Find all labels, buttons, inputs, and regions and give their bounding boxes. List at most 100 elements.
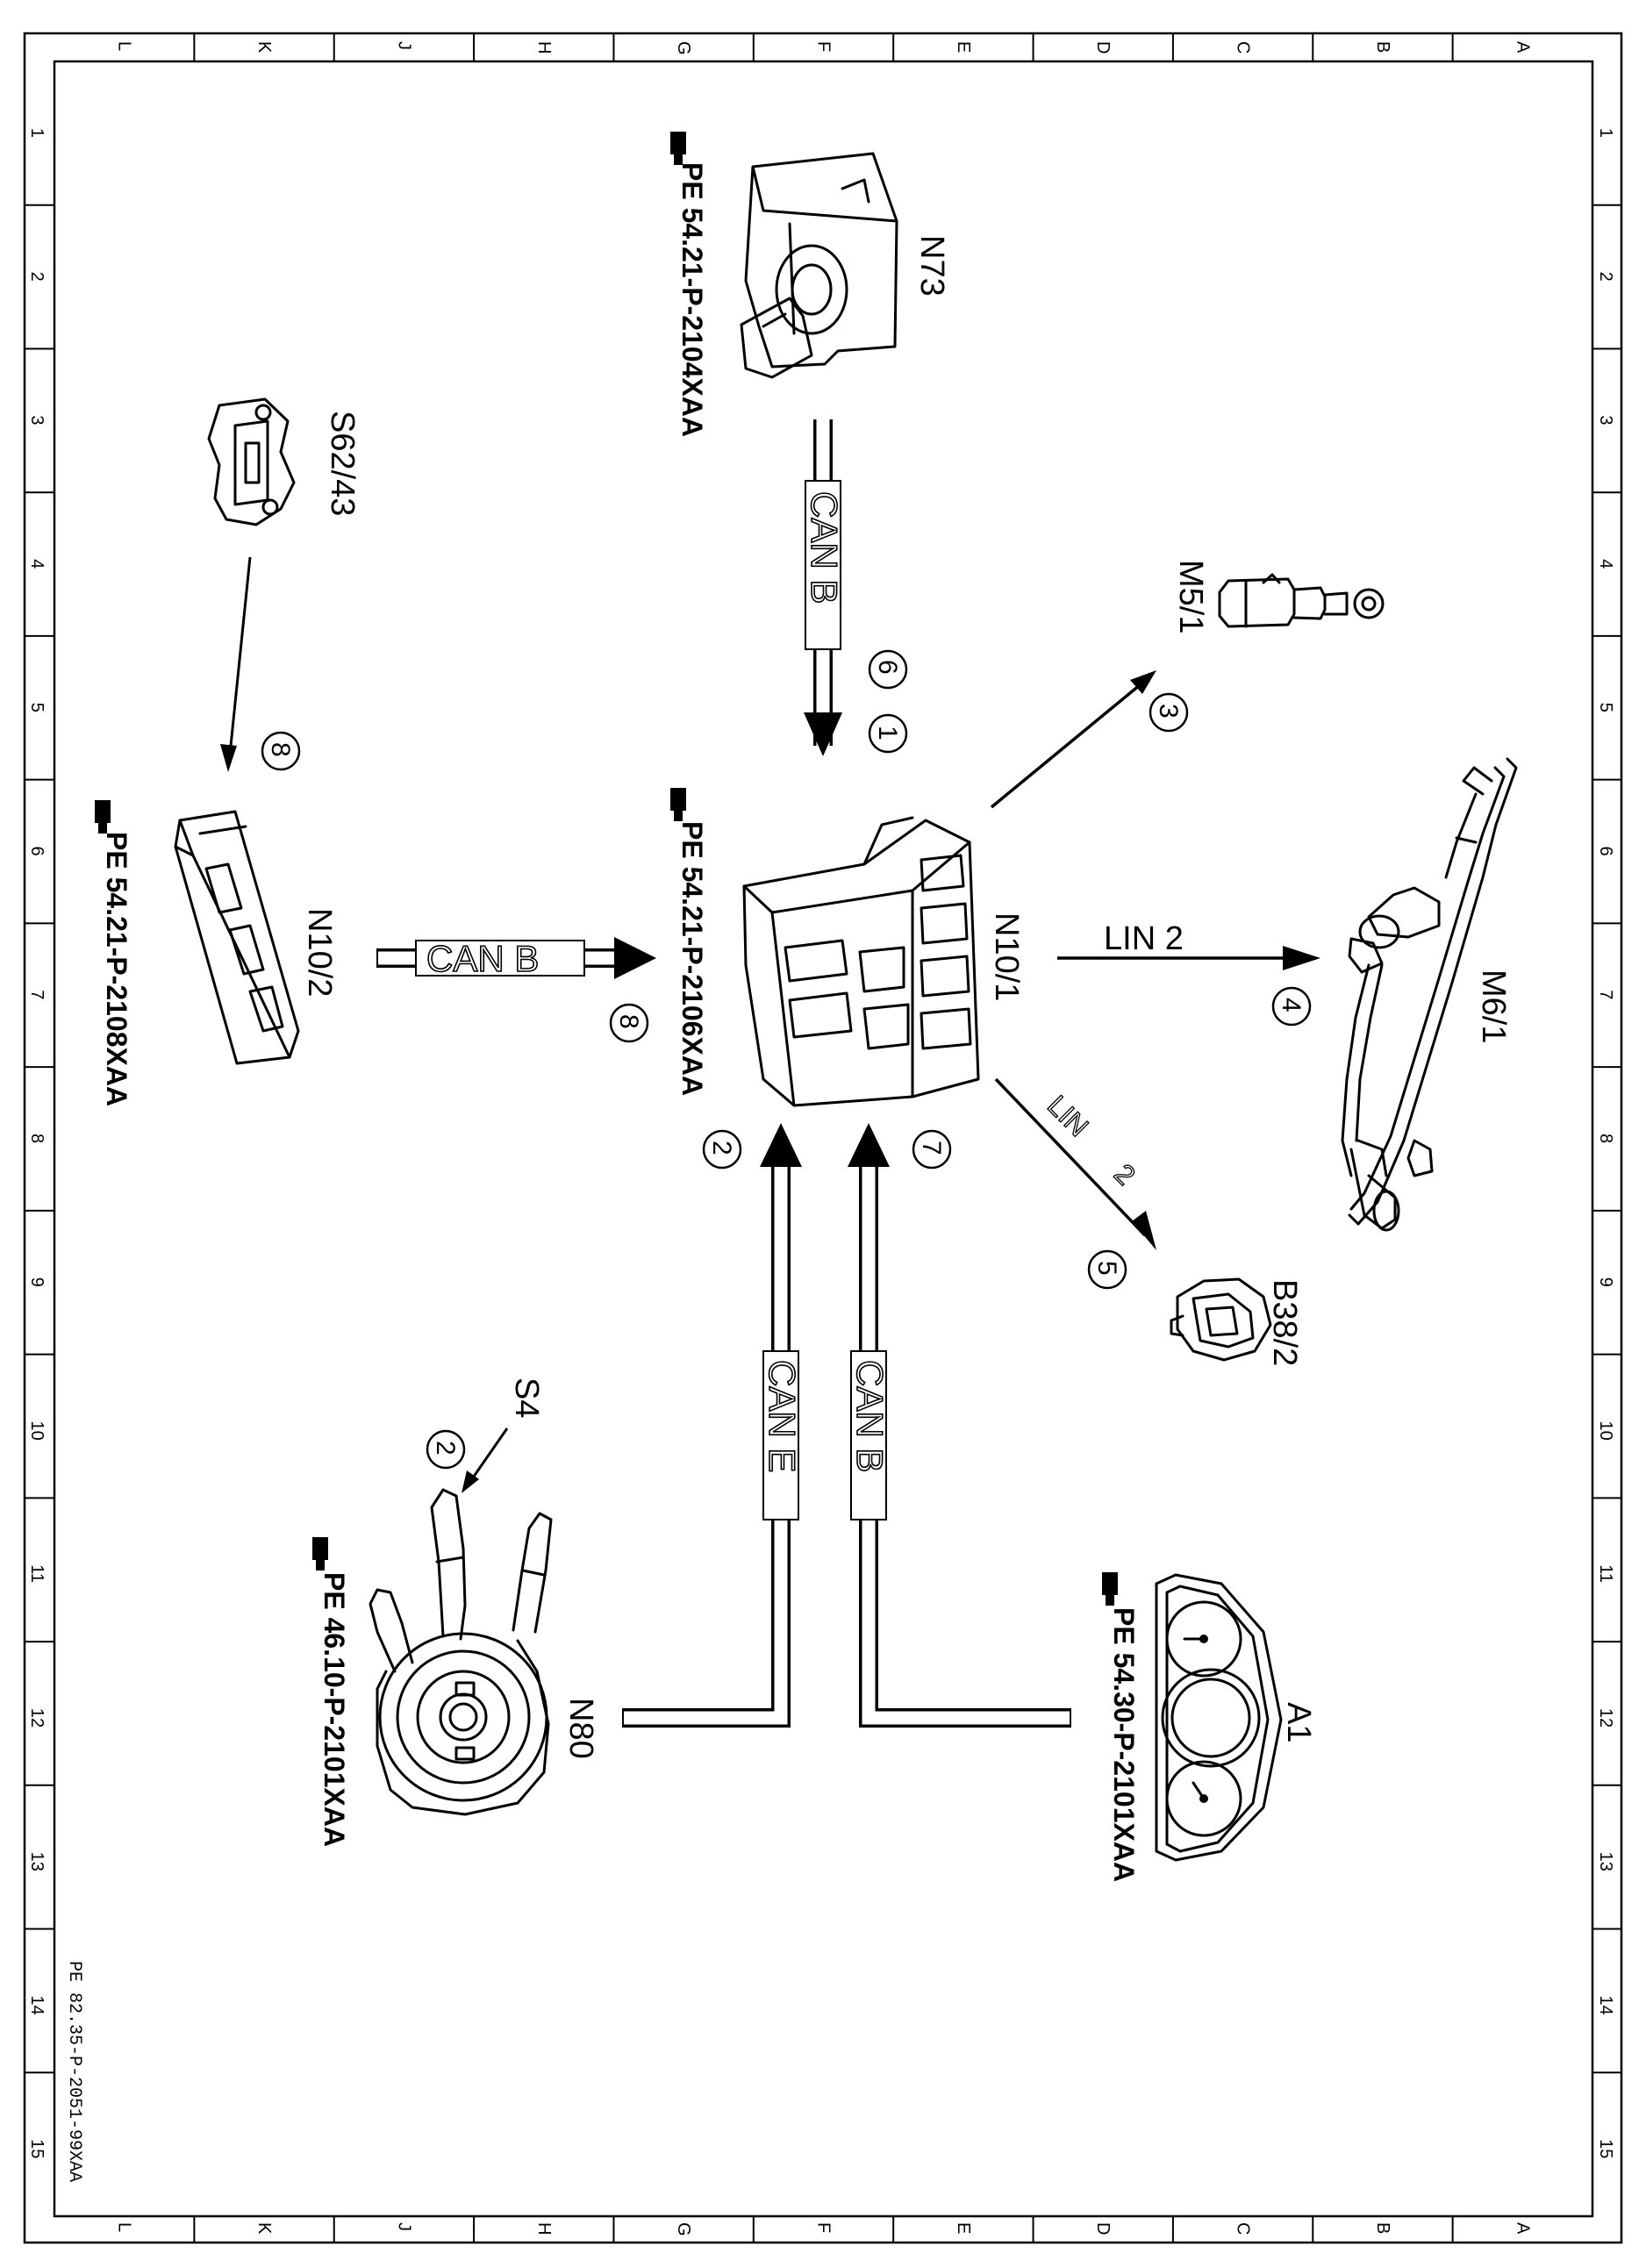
pointing-hand-icon [312, 1537, 328, 1570]
n73-ignition-switch: N73 PE 54.21-P-2104XAA [670, 132, 950, 437]
can-b-top-label: CAN B [804, 491, 845, 604]
grid-row-label: 13 [27, 1852, 47, 1871]
b38-2-sensor: B38/2 [1170, 1277, 1303, 1366]
grid-row-label: 9 [1596, 1277, 1615, 1287]
grid-column-label: K [254, 41, 274, 54]
n80-label: N80 [562, 1698, 599, 1759]
grid-row-label: 9 [27, 1277, 47, 1287]
arrow-to-m5-1 [990, 670, 1156, 809]
grid-column-label: L [115, 2222, 134, 2232]
svg-text:2: 2 [431, 1441, 460, 1456]
svg-text:8: 8 [266, 742, 295, 757]
a1-label: A1 [1280, 1702, 1317, 1742]
can-b-bottom-label: CAN B [849, 1360, 891, 1472]
can-b-left-wire: CAN B [376, 937, 656, 980]
n10-1-sam-module: N10/1 PE 54.21-P-2106XAA [670, 788, 1025, 1107]
grid-row-label: 13 [1596, 1852, 1615, 1871]
callout-6: 6 [868, 649, 908, 690]
grid-row-label: 15 [1596, 2139, 1615, 2158]
n10-1-label: N10/1 [988, 912, 1025, 1001]
grid-column-label: K [254, 2222, 274, 2235]
n73-label: N73 [913, 235, 950, 297]
grid-row-label: 2 [1596, 272, 1615, 282]
grid-column-label: F [814, 41, 834, 52]
callout-8-n10-2: 8 [261, 731, 301, 771]
m6-1-wiper-motor: M6/1 [1341, 757, 1518, 1232]
lin-2-wire-b38-2: LIN 2 [994, 1077, 1156, 1250]
grid-row-label: 3 [1596, 415, 1615, 425]
pointing-hand-icon [1102, 1572, 1118, 1606]
lin-2-digit-diag: 2 [1108, 1157, 1141, 1191]
grid-column-label: J [394, 2222, 413, 2231]
a1-ref: PE 54.30-P-2101XAA [1108, 1607, 1140, 1882]
grid-row-label: 8 [27, 1134, 47, 1143]
grid-row-label: 5 [1596, 703, 1615, 712]
svg-text:4: 4 [1277, 998, 1306, 1012]
grid-column-label: B [1373, 41, 1392, 53]
s62-43-label: S62/43 [324, 411, 361, 516]
a1-instrument-cluster: A1 PE 54.30-P-2101XAA [1102, 1572, 1317, 1882]
drawing-code: PE 82.35-P-2051-99XAA [64, 1961, 84, 2182]
can-e-label: CAN E [762, 1360, 803, 1472]
grid-row-label: 1 [27, 128, 47, 138]
n80-ref: PE 46.10-P-2101XAA [318, 1572, 350, 1847]
callout-8-n10-1: 8 [609, 1003, 649, 1043]
n10-1-ref: PE 54.21-P-2106XAA [676, 821, 708, 1096]
grid-ticks [25, 33, 1621, 2243]
arrow-s4 [462, 1427, 509, 1493]
grid-row-label: 12 [1596, 1708, 1615, 1728]
grid-column-label: H [534, 41, 554, 54]
svg-text:6: 6 [873, 660, 902, 675]
grid-column-label: E [954, 41, 973, 53]
grid-column-label: D [1093, 41, 1113, 54]
s62-43-switch: S62/43 [207, 397, 361, 526]
grid-column-label: C [1234, 2222, 1253, 2235]
callout-circles: 6 1 3 4 5 8 8 2 [261, 649, 1312, 1470]
s4-label: S4 [508, 1377, 545, 1418]
grid-column-label: B [1373, 2222, 1392, 2234]
grid-row-label: 14 [1596, 1995, 1615, 2014]
grid-column-label: A [1513, 41, 1532, 54]
grid-row-label: 10 [27, 1420, 47, 1440]
lin-2-wire-m6-1: LIN 2 [1057, 920, 1320, 970]
svg-text:5: 5 [1092, 1261, 1121, 1276]
n10-2-module: N10/2 PE 54.21-P-2108XAA [95, 800, 338, 1106]
m5-1-label: M5/1 [1172, 560, 1209, 633]
n73-ref: PE 54.21-P-2104XAA [676, 162, 708, 437]
svg-text:8: 8 [614, 1014, 643, 1029]
n10-2-ref: PE 54.21-P-2108XAA [101, 832, 132, 1106]
grid-row-label: 7 [1596, 990, 1615, 999]
b38-2-label: B38/2 [1266, 1279, 1303, 1366]
lin-2-label-top: LIN 2 [1104, 920, 1184, 957]
grid-column-label: D [1093, 2222, 1113, 2235]
n80-steering-column-module: N80 PE 46.10-P-2101XAA S4 [312, 1377, 599, 1847]
svg-text:2: 2 [707, 1141, 736, 1155]
svg-text:7: 7 [917, 1141, 946, 1155]
callout-2-s4: 2 [426, 1429, 466, 1470]
pointing-hand-icon [95, 800, 111, 834]
drawing-frame [23, 32, 1623, 2244]
grid-row-label: 11 [1596, 1564, 1615, 1583]
arrow-s62-43-to-n10-2 [220, 556, 252, 772]
m5-1-motor: M5/1 [1172, 560, 1385, 633]
grid-row-label: 2 [27, 272, 47, 282]
grid-row-label: 6 [27, 847, 47, 856]
callout-2-can-e: 2 [702, 1129, 742, 1170]
grid-column-label: F [814, 2222, 834, 2233]
grid-column-label: J [394, 41, 413, 50]
callout-7: 7 [912, 1129, 952, 1170]
m6-1-label: M6/1 [1475, 969, 1512, 1043]
svg-text:3: 3 [1154, 704, 1183, 719]
svg-text:1: 1 [873, 726, 902, 740]
grid-column-label: G [674, 2222, 693, 2236]
n10-2-label: N10/2 [301, 908, 338, 997]
grid-row-label: 8 [1596, 1134, 1615, 1143]
grid-row-label: 7 [27, 990, 47, 999]
grid-row-label: 4 [1596, 559, 1615, 569]
grid-row-label: 4 [27, 559, 47, 569]
grid-column-label: A [1513, 2222, 1532, 2235]
can-b-left-label: CAN B [426, 938, 539, 979]
grid-column-label: L [115, 41, 134, 51]
